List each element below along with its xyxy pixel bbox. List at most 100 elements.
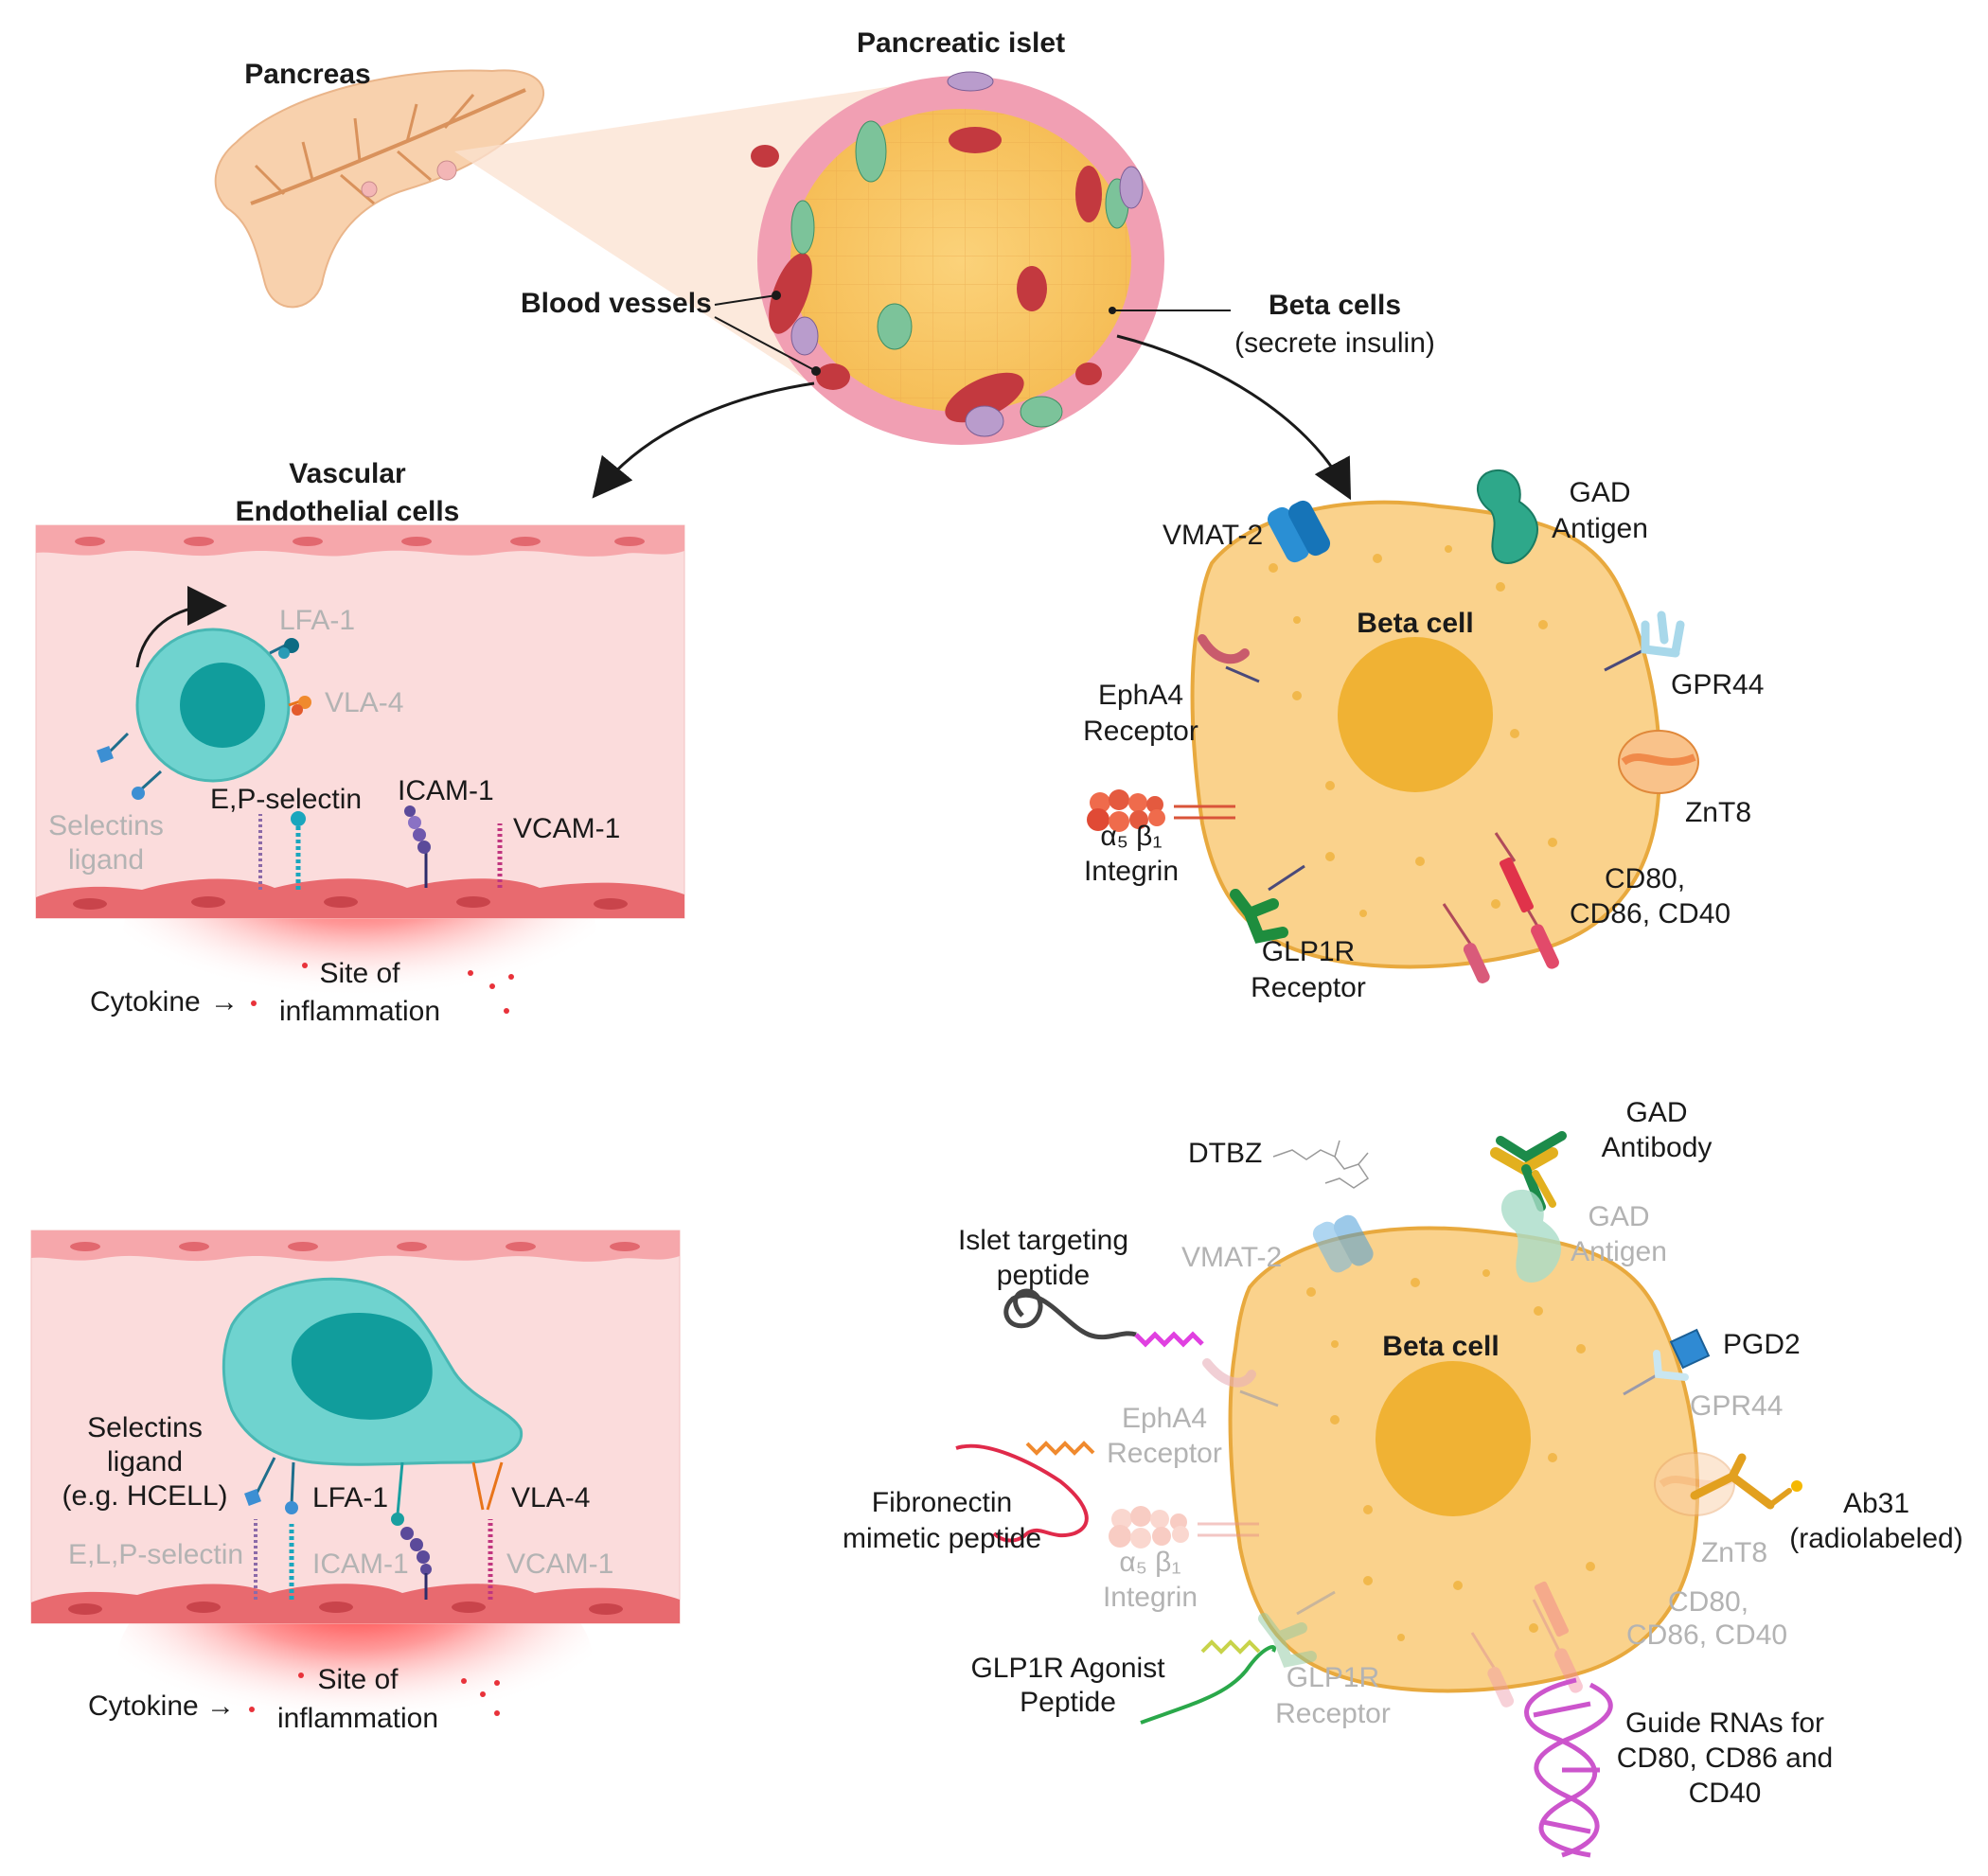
leader-line	[714, 316, 817, 372]
vcam1-label: VCAM-1	[513, 813, 620, 844]
cytokine-dots	[251, 963, 514, 1014]
islet-targeting-peptide	[1003, 1288, 1204, 1348]
glp1-agonist-label-2: Peptide	[1020, 1687, 1116, 1718]
icam1-molecule	[404, 805, 431, 888]
islet-label: Pancreatic islet	[857, 27, 1065, 59]
beta-cells-label: Beta cells	[1269, 290, 1401, 321]
dtbz-label: DTBZ	[1188, 1138, 1262, 1169]
vcam1-label-b: VCAM-1	[506, 1549, 613, 1580]
pancreas-illustration	[214, 69, 545, 309]
nucleus	[291, 1313, 433, 1420]
fibronectin-label-1: Fibronectin	[872, 1487, 1012, 1518]
cytokine-arrow-b: →	[206, 1690, 235, 1722]
epha4-faded	[1202, 1358, 1279, 1407]
ab31-label-2: (radiolabeled)	[1789, 1523, 1962, 1554]
guide-rna-label-3: CD40	[1689, 1778, 1762, 1809]
blood-vessel	[1075, 363, 1102, 385]
ab31-label-1: Ab31	[1843, 1488, 1909, 1519]
vmat2-faded	[1312, 1214, 1374, 1273]
icam1-label: ICAM-1	[398, 775, 494, 806]
glp1r-faded	[1258, 1590, 1336, 1668]
gad-antigen	[1477, 469, 1538, 564]
gad-antigen-faded	[1500, 1189, 1562, 1283]
blood-vessel	[751, 145, 779, 168]
integrin-faded	[1109, 1506, 1259, 1549]
islet-peptide-label-2: peptide	[997, 1260, 1090, 1291]
beta-cell-title: Beta cell	[1357, 608, 1473, 639]
epha4-label-2: Receptor	[1083, 716, 1198, 747]
cd-label-b-1: CD80,	[1668, 1586, 1748, 1618]
blood-vessel	[1017, 266, 1047, 311]
ep-selectin-label: E,P-selectin	[210, 784, 362, 815]
ep-selectin-molecules	[258, 811, 306, 890]
site-label-b-1: Site of	[317, 1664, 399, 1695]
nucleus	[1338, 637, 1493, 792]
rolling-arrow	[135, 586, 227, 668]
guide-rna-label-1: Guide RNAs for	[1625, 1708, 1824, 1739]
epha4-label-1: EphA4	[1098, 680, 1183, 711]
gad-ab-label-2: Antibody	[1602, 1132, 1713, 1163]
gad-ag-label-2: Antigen	[1571, 1236, 1667, 1267]
site-label-b-2: inflammation	[277, 1703, 438, 1734]
glp1r-receptor	[1230, 864, 1305, 944]
vla4-label: VLA-4	[325, 687, 403, 718]
beta-cells-sublabel: (secrete insulin)	[1234, 327, 1435, 359]
glp1r-agonist-peptide	[1140, 1639, 1276, 1725]
blood-vessels-label: Blood vessels	[521, 288, 712, 319]
selectin-ligand	[132, 787, 145, 800]
beta-cell-top	[1190, 500, 1662, 969]
site-label-2: inflammation	[279, 996, 440, 1027]
vmat2-label-b: VMAT-2	[1181, 1242, 1282, 1273]
vascular-panel-top	[35, 524, 685, 1041]
znt8-label: ZnT8	[1685, 797, 1751, 828]
blood-vessel	[949, 127, 1002, 153]
vla4-label-b: VLA-4	[511, 1482, 590, 1513]
vla4-molecule	[298, 696, 311, 709]
gad-label-2: Antigen	[1552, 513, 1648, 544]
znt8-transporter	[1618, 730, 1699, 794]
cd-label-2: CD86, CD40	[1570, 898, 1731, 929]
fibronectin-label-2: mimetic peptide	[843, 1523, 1041, 1554]
glp1r-label-2: Receptor	[1251, 972, 1366, 1003]
arrow-to-beta-cell	[1116, 334, 1352, 501]
blood-vessel	[1075, 166, 1102, 222]
arrow-to-vascular	[592, 381, 815, 499]
ab31-antibody	[1690, 1453, 1802, 1510]
integrin-label-b-2: Integrin	[1103, 1582, 1198, 1613]
cytokine-dots	[249, 1672, 500, 1716]
blood-vessel	[769, 253, 812, 334]
leader-line	[714, 294, 777, 306]
fibronectin-mimetic-peptide	[955, 1441, 1095, 1543]
site-label-1: Site of	[319, 958, 400, 989]
gad-ab-label-1: GAD	[1625, 1097, 1687, 1128]
pgd2-gpr44	[1623, 1328, 1711, 1396]
selectins-ligand-label-1: Selectins	[48, 810, 164, 841]
cytokine-label-b: Cytokine	[88, 1690, 199, 1722]
znt8-label-b: ZnT8	[1701, 1537, 1767, 1568]
icam1-label-b: ICAM-1	[312, 1549, 409, 1580]
nucleus	[180, 663, 265, 748]
gpr44-label: GPR44	[1671, 669, 1764, 700]
vascular-title-2: Endothelial cells	[236, 496, 460, 527]
vascular-panel-bottom	[30, 1230, 681, 1765]
guide-rna-label-2: CD80, CD86 and	[1617, 1743, 1833, 1774]
cd-costimulatory-molecules	[1442, 832, 1559, 983]
glp1r-label-1: GLP1R	[1262, 936, 1355, 967]
gad-antibody	[1490, 1131, 1567, 1212]
vmat2-label: VMAT-2	[1163, 520, 1263, 551]
cd-label-b-2: CD86, CD40	[1626, 1619, 1787, 1651]
pancreatic-islet	[751, 71, 1164, 445]
blood-vessel	[816, 363, 850, 390]
glp1r-label-b-2: Receptor	[1275, 1698, 1391, 1729]
lfa1-label-b: LFA-1	[312, 1482, 388, 1513]
lfa1-label: LFA-1	[279, 605, 355, 636]
guide-rna-helix	[1524, 1677, 1613, 1858]
dtbz-molecule	[1272, 1140, 1370, 1189]
pgd2-molecule	[1669, 1328, 1711, 1370]
epha4-receptor	[1198, 634, 1260, 683]
selectins-ligand-b-1: Selectins	[87, 1412, 203, 1443]
gad-ag-label-1: GAD	[1588, 1201, 1649, 1232]
integrin	[1087, 789, 1235, 832]
gpr44-receptor	[1604, 611, 1685, 672]
epha4-label-b-2: Receptor	[1107, 1438, 1222, 1469]
